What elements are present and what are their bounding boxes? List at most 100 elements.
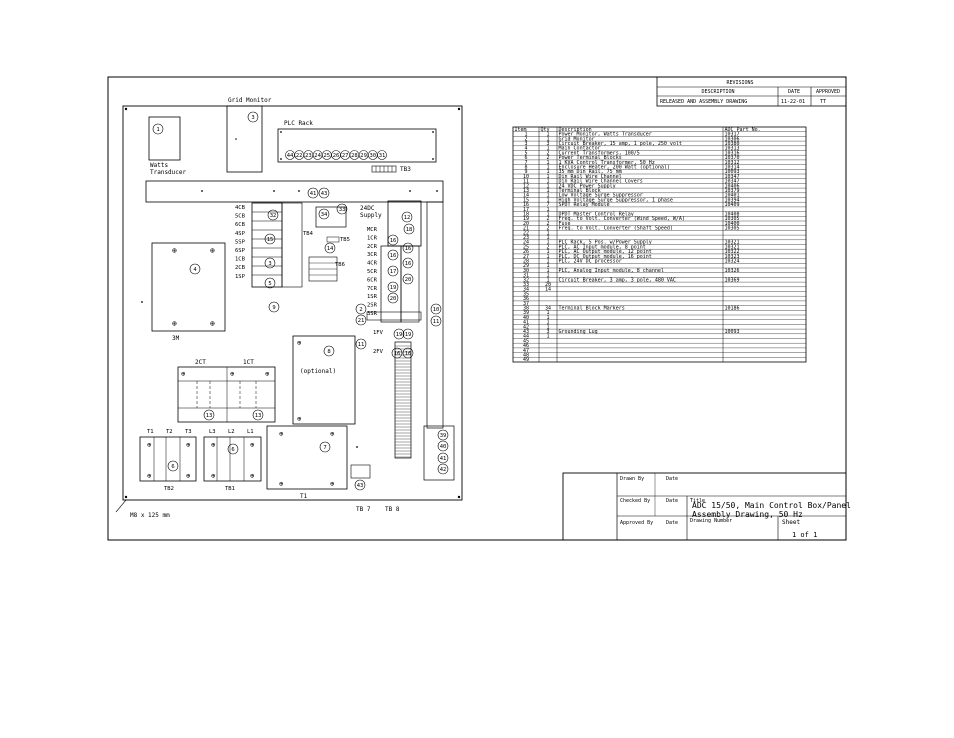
item-balloon-number: 10 (433, 307, 440, 313)
svg-text:⊕: ⊕ (181, 370, 186, 378)
bom-item: 21 (523, 226, 529, 232)
item-balloon: 16 (387, 234, 399, 246)
item-balloon: 9 (268, 301, 280, 313)
item-balloon: 24 (312, 150, 323, 160)
tb2 (139, 436, 197, 482)
drawing-number-label: Drawing Number (690, 518, 732, 524)
bom-qty: 1 (546, 240, 549, 246)
bom-item: 28 (523, 259, 529, 265)
item-balloon: 20 (402, 273, 414, 285)
item-balloon: 1 (152, 123, 164, 135)
bom-qty: 1 (546, 160, 549, 166)
item-balloon: 25 (321, 150, 332, 160)
bom-part-number: 10347 (725, 174, 740, 180)
bom-item: 39 (523, 310, 529, 316)
relay-label: 5CR (367, 269, 378, 275)
bom-item: 3 (524, 141, 527, 147)
bom-part-number: 10322 (725, 249, 740, 255)
phase-label: T3 (185, 429, 192, 435)
bom-item: 44 (523, 334, 529, 340)
bom-item: 12 (523, 183, 529, 189)
item-balloon: 16 (402, 242, 414, 254)
item-balloon: 32 (267, 209, 279, 221)
tb6-label: TB6 (335, 262, 345, 268)
bom-description: PLC Rack, 5 Pos. w/Power Supply (559, 240, 652, 246)
grid-monitor (226, 105, 263, 173)
item-balloon: 10 (430, 303, 442, 315)
bom-qty: 1 (546, 207, 549, 213)
item-balloon: 41 (307, 187, 319, 199)
bom-description: 24 VDC Power Supply (559, 183, 616, 189)
item-balloon-number: 17 (390, 269, 397, 275)
bom-item: 43 (523, 329, 529, 335)
item-balloon: 40 (437, 440, 449, 452)
item-balloon-number: 16 (390, 238, 397, 244)
phase-label: L2 (228, 429, 235, 435)
bom-description: Terminal Block Markers (559, 306, 625, 312)
item-balloon-number: 41 (440, 456, 447, 462)
phase-label: L3 (209, 429, 216, 435)
bom-description: 35 mm Din Rail, 75 mm (559, 169, 622, 175)
item-balloon-number: 39 (440, 433, 447, 439)
item-balloon: 20 (387, 292, 399, 304)
bom-item: 18 (523, 212, 529, 218)
item-balloon: 16 (402, 257, 414, 269)
item-balloon-number: 13 (255, 413, 262, 419)
bom-item: 10 (523, 174, 529, 180)
bom-item: 40 (523, 315, 529, 321)
item-balloon-number: 3 (251, 115, 254, 121)
bom-qty: 1 (546, 146, 549, 152)
bom-item: 2 (524, 136, 527, 142)
bom-qty: 1 (546, 268, 549, 274)
bom-row: 17 1 (523, 207, 550, 213)
svg-text:⊕: ⊕ (330, 430, 335, 438)
bom-description: PLC, AC Output module, 12 point (559, 249, 652, 255)
revision-header-approved: APPROVED (816, 89, 840, 95)
plc-rack (277, 128, 437, 163)
bom-qty: 14 (545, 287, 551, 293)
sheet-number: 1 of 1 (792, 531, 817, 539)
item-balloon-number: 25 (323, 153, 330, 159)
item-balloon-number: 29 (360, 153, 367, 159)
relay-label: 4CR (367, 261, 378, 267)
item-balloon: 23 (303, 150, 314, 160)
bom-part-number: 10093 (725, 169, 740, 175)
item-balloon-number: 12 (404, 215, 411, 221)
bom-qty: 3 (546, 141, 549, 147)
item-balloon-number: 9 (272, 305, 275, 311)
breaker-label: 4SP (235, 231, 246, 237)
bom-qty: 1 (546, 197, 549, 203)
svg-text:⊕: ⊕ (250, 472, 255, 480)
svg-text:⊕: ⊕ (279, 480, 284, 488)
tb3-label: TB3 (400, 166, 411, 173)
bom-qty: 1 (546, 179, 549, 185)
revision-approved: TT (820, 99, 826, 105)
enclosure-heater (292, 335, 356, 425)
grounding-lugs (350, 464, 371, 479)
bom-item: 17 (523, 207, 529, 213)
breaker-label: 1SP (235, 274, 246, 280)
relay-label: MCR (367, 227, 378, 233)
item-balloon-number: 16 (394, 351, 401, 357)
bom-description: PLC, DC Output module, 16 point (559, 254, 652, 260)
svg-text:⊕: ⊕ (279, 430, 284, 438)
bom-description: Terminal Block (559, 188, 601, 194)
bom-qty: 1 (546, 254, 549, 260)
bom-item: 11 (523, 179, 529, 185)
bom-part-number: 10326 (725, 268, 740, 274)
